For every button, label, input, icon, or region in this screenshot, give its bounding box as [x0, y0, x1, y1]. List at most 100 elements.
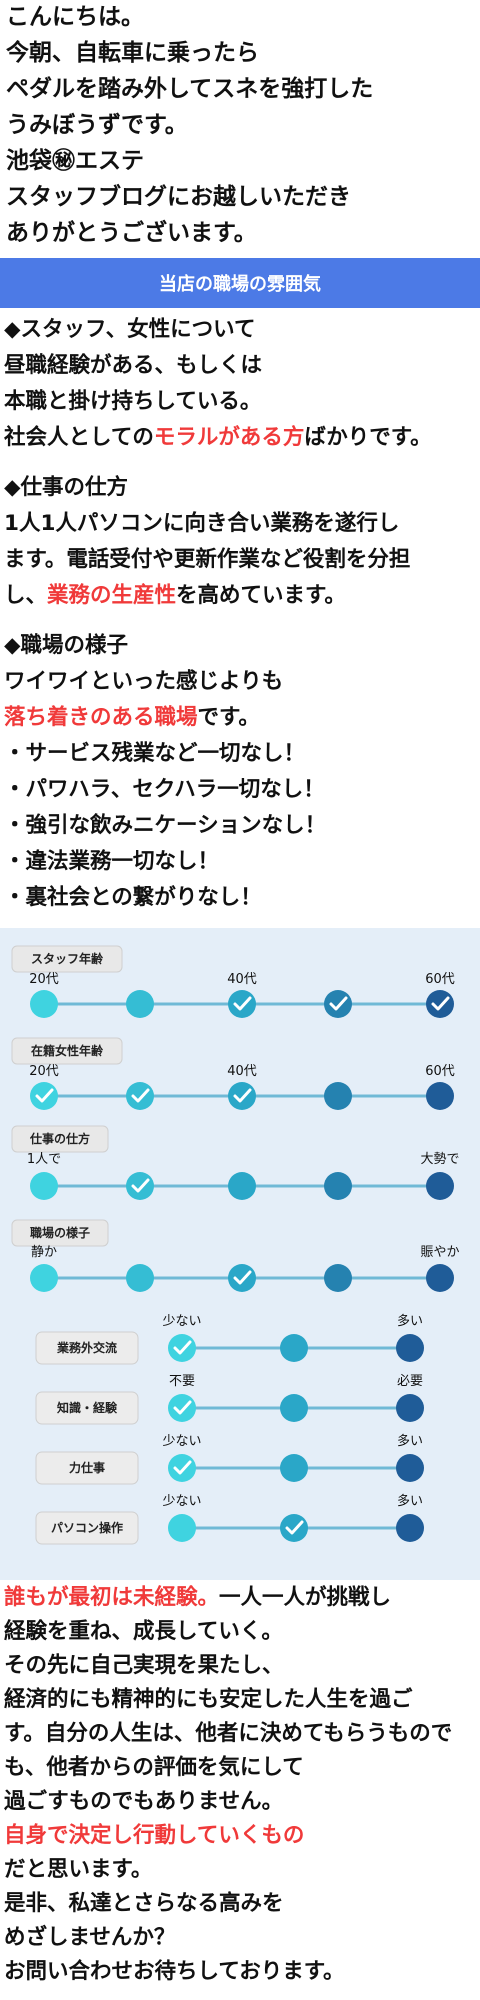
scale-dot — [30, 990, 58, 1018]
tick-label: 40代 — [227, 972, 257, 987]
scale-dot — [126, 1082, 154, 1110]
text: ばかりです。 — [304, 425, 432, 450]
body-line: 是非、私達とさらなる高みを — [4, 1891, 284, 1916]
scale-dot — [30, 1172, 58, 1200]
section-heading: ◆職場の様子 — [4, 633, 129, 658]
intro-line: ペダルを踏み外してスネを強打した — [6, 76, 374, 102]
scale-dot — [126, 990, 154, 1018]
intro-line: 池袋㊙エステ — [6, 148, 144, 174]
body-line: 誰もが最初は未経験。一人一人が挑戦し — [4, 1580, 391, 1616]
check-icon — [233, 1088, 252, 1103]
scale-label-pill — [11, 945, 123, 973]
scale-dot — [168, 1454, 196, 1482]
scale-dot — [30, 1264, 58, 1292]
body-line: 経験を重ね、成長していく。 — [4, 1619, 283, 1644]
body-line: ワイワイといった感じよりも — [4, 669, 284, 694]
scale-dot — [280, 1514, 308, 1542]
body-line: だと思います。 — [4, 1857, 153, 1882]
scale-dot — [324, 1264, 352, 1292]
highlight-text: 落ち着きのある職場 — [4, 705, 198, 730]
scale-dot — [126, 1264, 154, 1292]
tick-label: 多い — [397, 1313, 423, 1329]
scale-dot — [426, 1082, 454, 1110]
scale-dot — [228, 1082, 256, 1110]
scale-dot — [396, 1454, 424, 1482]
highlight-text: 業務の生産性 — [47, 583, 177, 608]
scale-label: 仕事の仕方 — [29, 1131, 90, 1146]
body-line: めざしませんか？ — [4, 1925, 176, 1950]
tick-label: 必要 — [397, 1374, 423, 1389]
body-line: 社会人としてのモラルがある方ばかりです。 — [4, 420, 432, 456]
scale-dot — [168, 1514, 196, 1542]
scale-label-pill — [35, 1451, 139, 1485]
scale-dot — [396, 1394, 424, 1422]
tick-label: 20代 — [29, 1064, 59, 1079]
scale-dot — [426, 1172, 454, 1200]
scale-dot — [228, 1264, 256, 1292]
check-icon — [329, 996, 348, 1011]
scale-dot — [168, 1394, 196, 1422]
scale-dot — [396, 1514, 424, 1542]
section-heading: ◆スタッフ、女性について — [4, 317, 256, 342]
check-icon — [173, 1340, 192, 1355]
scale-label: 知識・経験 — [56, 1400, 118, 1415]
bullet-item: ・違法業務一切なし！ — [4, 849, 220, 874]
scale-dot — [324, 1082, 352, 1110]
scale-dot — [168, 1334, 196, 1362]
highlight-text: モラルがある方 — [153, 425, 305, 450]
body-line: 過ごすものでもありません。 — [4, 1789, 284, 1814]
tick-label: 大勢で — [420, 1152, 459, 1167]
body-line: 経済的にも精神的にも安定した人生を過ご — [4, 1687, 413, 1712]
scale-dot — [324, 990, 352, 1018]
bullet-item: ・強引な飲みニケーションなし！ — [4, 813, 327, 838]
body-line: 1人1人パソコンに向き合い業務を遂行し — [4, 511, 400, 536]
check-icon — [173, 1460, 192, 1475]
tick-label: 60代 — [425, 972, 455, 987]
tick-label: 少ない — [162, 1314, 201, 1329]
tick-label: 賑やか — [420, 1245, 459, 1260]
tick-label: 60代 — [425, 1064, 455, 1079]
intro-line: スタッフブログにお越しいただき — [6, 184, 351, 210]
scale-dot — [324, 1172, 352, 1200]
section-heading: ◆仕事の仕方 — [4, 475, 129, 500]
body-line: も、他者からの評価を気にして — [4, 1755, 304, 1780]
scale-dot — [30, 1082, 58, 1110]
intro-line: ありがとうございます。 — [6, 220, 257, 246]
scale-dot — [228, 990, 256, 1018]
body-line: お問い合わせお待ちしております。 — [4, 1959, 345, 1984]
scale-dot — [426, 990, 454, 1018]
scale-label: 力仕事 — [69, 1460, 105, 1475]
body-line: し、業務の生産性を高めています。 — [4, 578, 346, 614]
scale-label-pill — [35, 1511, 139, 1545]
text: です。 — [197, 705, 260, 730]
bullet-item: ・裏社会との繋がりなし！ — [4, 885, 262, 910]
tick-label: 多い — [397, 1433, 423, 1449]
check-icon — [233, 996, 252, 1011]
scale-label: スタッフ年齢 — [31, 951, 104, 966]
tick-label: 1人で — [27, 1152, 61, 1167]
intro-line: こんにちは。 — [6, 4, 144, 30]
highlight-line: 自身で決定し行動していくもの — [4, 1823, 305, 1848]
tick-label: 少ない — [162, 1494, 201, 1509]
tick-label: 40代 — [227, 1064, 257, 1079]
check-icon — [35, 1088, 54, 1103]
scale-label: 在籍女性年齢 — [31, 1043, 104, 1058]
intro-line: うみぼうずです。 — [6, 112, 188, 138]
scale-dot — [280, 1334, 308, 1362]
intro-line: 今朝、自転車に乗ったら — [6, 40, 259, 66]
body-line: ます。電話受付や更新作業など役割を分担 — [4, 547, 411, 572]
body-line: 本職と掛け持ちしている。 — [4, 389, 262, 414]
body-line: 落ち着きのある職場です。 — [4, 700, 260, 736]
check-icon — [233, 1270, 252, 1285]
scale-dot — [126, 1172, 154, 1200]
check-icon — [431, 996, 450, 1011]
tick-label: 不要 — [169, 1374, 195, 1389]
bullet-item: ・サービス残業など一切なし！ — [4, 741, 306, 766]
scale-label-pill — [11, 1037, 123, 1065]
tick-label: 静か — [31, 1245, 57, 1260]
bullet-item: ・パワハラ、セクハラ一切なし！ — [4, 777, 325, 802]
check-icon — [131, 1088, 150, 1103]
check-icon — [131, 1178, 150, 1193]
